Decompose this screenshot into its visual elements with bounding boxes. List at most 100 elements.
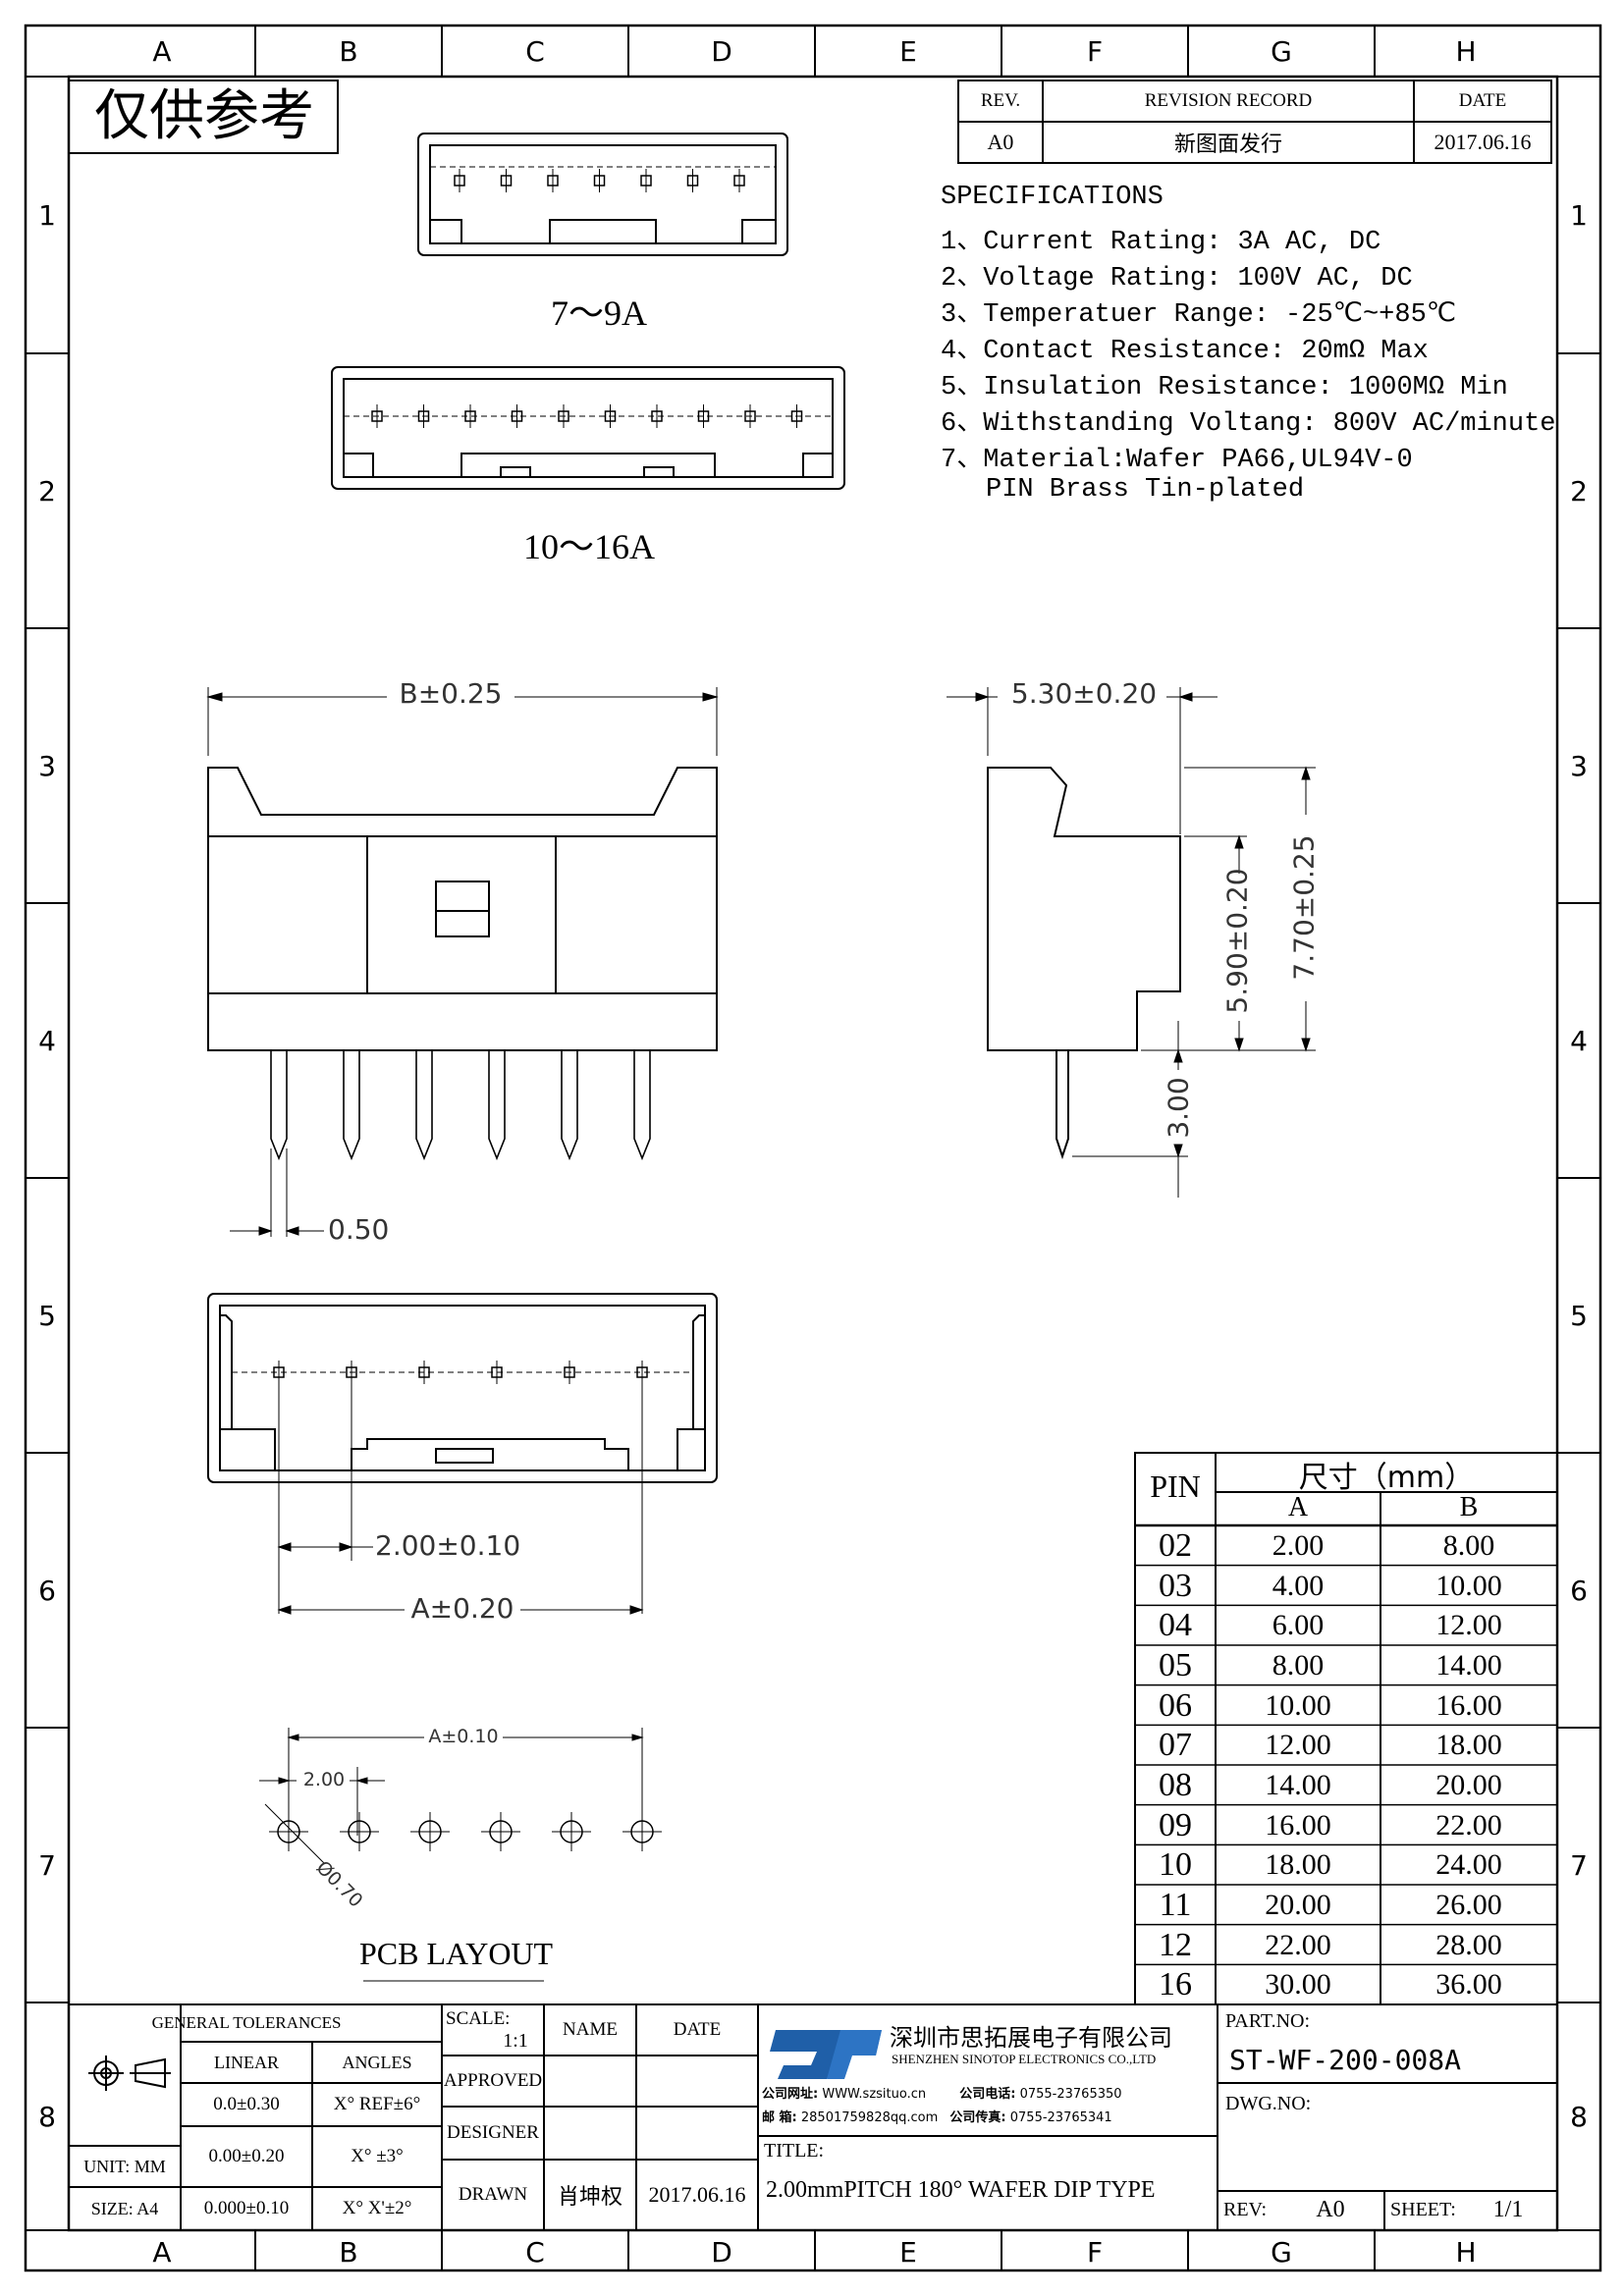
dim-b-value: 36.00 — [1435, 1968, 1502, 2002]
grid-col-bottom: E — [899, 2236, 917, 2269]
grid-row-left: 4 — [38, 1025, 56, 1057]
rev-value: A0 — [987, 130, 1014, 154]
size-label: SIZE: A4 — [90, 2198, 159, 2218]
drawn-name: 肖坤权 — [557, 2185, 623, 2210]
drawn-label: DRAWN — [458, 2184, 528, 2205]
grid-row-left: 1 — [38, 199, 56, 232]
name-header: NAME — [563, 2019, 618, 2040]
grid-col-bottom: D — [711, 2236, 732, 2269]
dim-side-height-inner: 5.90±0.20 — [1220, 868, 1254, 1014]
grid-col-top: C — [525, 35, 545, 68]
dim-b-value: 22.00 — [1435, 1808, 1502, 1842]
grid-col-bottom: A — [152, 2236, 172, 2269]
dim-a-value: 14.00 — [1265, 1769, 1331, 1801]
pin-count: 06 — [1159, 1686, 1192, 1724]
pin-count: 07 — [1159, 1727, 1192, 1764]
dim-pin-length: 3.00 — [1162, 1077, 1195, 1139]
grid-col-bottom: H — [1455, 2236, 1477, 2269]
grid-col-bottom: C — [525, 2236, 545, 2269]
pin-count: 12 — [1159, 1926, 1192, 1963]
angle-tolerance: X° ±3° — [351, 2146, 404, 2166]
grid-col-top: D — [711, 35, 732, 68]
part-no-label: PART.NO: — [1225, 2010, 1311, 2032]
fax-label: 公司传真: — [949, 2110, 1006, 2125]
pin-count: 16 — [1159, 1966, 1192, 2003]
spec-item: 1、Current Rating: 3A AC, DC — [941, 228, 1381, 257]
dwg-no-label: DWG.NO: — [1225, 2093, 1312, 2114]
spec-item-7-continued: PIN Brass Tin-plated — [986, 475, 1305, 505]
grid-row-left: 2 — [38, 475, 56, 507]
linear-tolerance: 0.00±0.20 — [208, 2146, 285, 2166]
pin-count: 11 — [1159, 1887, 1192, 1923]
spec-item: 7、Material:Wafer PA66,UL94V-0 — [941, 446, 1413, 475]
fax-value: 0755-23765341 — [1009, 2110, 1112, 2125]
dim-a-value: 8.00 — [1272, 1649, 1325, 1682]
designer-label: DESIGNER — [447, 2122, 539, 2143]
pin-count: 04 — [1159, 1607, 1192, 1644]
pcb-layout-label: PCB LAYOUT — [359, 1936, 554, 1971]
scale-label: SCALE: — [446, 2008, 511, 2029]
dim-b-value: 12.00 — [1435, 1609, 1502, 1642]
drawing-title: 2.00mmPITCH 180° WAFER DIP TYPE — [766, 2177, 1156, 2203]
dim-b-value: 16.00 — [1435, 1688, 1502, 1722]
scale-value: 1:1 — [503, 2030, 528, 2052]
dim-b-value: 14.00 — [1435, 1649, 1502, 1682]
company-mail: 邮 箱: 28501759828qq.com 公司传真: 0755-237653… — [762, 2107, 1214, 2125]
grid-row-right: 5 — [1570, 1300, 1588, 1332]
grid-col-top: E — [899, 35, 917, 68]
watermark: 仅供参考 — [94, 84, 314, 148]
dim-a-value: 6.00 — [1272, 1609, 1325, 1642]
drawn-date: 2017.06.16 — [648, 2182, 746, 2207]
angles-header: ANGLES — [342, 2052, 412, 2072]
grid-row-left: 6 — [38, 1575, 56, 1607]
sheet-value: 1/1 — [1492, 2197, 1524, 2222]
mail-value: 28501759828qq.com — [800, 2110, 939, 2125]
revision-record-value: 新图面发行 — [1173, 133, 1282, 157]
grid-row-right: 8 — [1570, 2101, 1588, 2133]
date-header-tb: DATE — [673, 2019, 722, 2040]
web-label: 公司网址: — [762, 2087, 819, 2102]
company-name-cn: 深圳市思拓展电子有限公司 — [890, 2024, 1172, 2052]
view-label-10-16a: 10～16A — [523, 527, 655, 566]
pin-count: 05 — [1159, 1647, 1192, 1683]
view-label-7-9a: 7～9A — [551, 294, 647, 333]
linear-tolerance: 0.000±0.10 — [203, 2198, 290, 2218]
dim-pcb-span: A±0.10 — [428, 1726, 499, 1747]
grid-col-bottom: B — [339, 2236, 358, 2269]
pin-table-col-a: A — [1287, 1492, 1309, 1522]
angle-tolerance: X° X'±2° — [342, 2198, 412, 2218]
grid-col-bottom: G — [1271, 2236, 1292, 2269]
dim-a-span: A±0.20 — [410, 1592, 514, 1625]
mail-label: 邮 箱: — [762, 2110, 797, 2125]
revision-date-value: 2017.06.16 — [1434, 130, 1532, 154]
spec-item: 2、Voltage Rating: 100V AC, DC — [941, 264, 1413, 294]
company-name-en: SHENZHEN SINOTOP ELECTRONICS CO.,LTD — [892, 2052, 1157, 2066]
dim-b-value: 18.00 — [1435, 1729, 1502, 1762]
pin-count: 10 — [1159, 1846, 1192, 1884]
dim-b-value: 24.00 — [1435, 1848, 1502, 1882]
grid-col-top: G — [1271, 35, 1292, 68]
rev-label-tb: REV: — [1223, 2199, 1268, 2220]
pin-count: 09 — [1159, 1806, 1192, 1843]
dim-b-value: 10.00 — [1435, 1569, 1502, 1602]
tel-label: 公司电话: — [959, 2087, 1016, 2102]
dim-a-value: 12.00 — [1265, 1729, 1331, 1762]
dim-a-value: 10.00 — [1265, 1688, 1331, 1722]
unit-label: UNIT: MM — [83, 2156, 166, 2176]
web-value: WWW.szsituo.cn — [822, 2087, 927, 2102]
dim-pin-width: 0.50 — [328, 1213, 390, 1246]
angle-tolerance: X° REF±6° — [333, 2094, 421, 2114]
pin-count: 03 — [1159, 1567, 1192, 1604]
dim-a-value: 18.00 — [1265, 1848, 1331, 1882]
revision-record-header: REVISION RECORD — [1144, 90, 1313, 111]
spec-item: 3、Temperatuer Range: -25℃~+85℃ — [941, 300, 1457, 330]
grid-row-right: 7 — [1570, 1849, 1588, 1882]
dim-b-value: 28.00 — [1435, 1928, 1502, 1961]
dim-b-width: B±0.25 — [399, 677, 503, 710]
grid-row-right: 1 — [1570, 199, 1588, 232]
dim-a-value: 2.00 — [1272, 1529, 1325, 1562]
pin-table-size-header: 尺寸（mm） — [1298, 1461, 1475, 1495]
dim-pitch: 2.00±0.10 — [375, 1529, 521, 1562]
part-no: ST-WF-200-008A — [1229, 2044, 1462, 2076]
